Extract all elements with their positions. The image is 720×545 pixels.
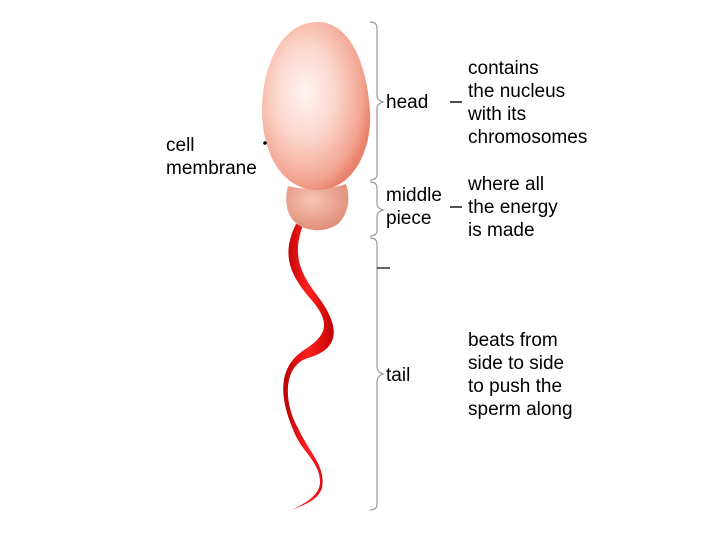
bracket-middle-piece xyxy=(369,181,385,237)
tail-label: tail xyxy=(386,365,411,386)
middle-piece-description: where all the energy is made xyxy=(468,174,558,241)
head-label: head xyxy=(386,92,429,113)
sperm-head xyxy=(262,22,371,190)
bracket-tail xyxy=(369,237,385,511)
cell-membrane-label: cell membrane xyxy=(166,135,257,179)
head-description: contains the nucleus with its chromosome… xyxy=(468,58,588,148)
tail-description: beats from side to side to push the sper… xyxy=(468,330,573,420)
sperm-middle-piece xyxy=(286,184,349,231)
bracket-head xyxy=(369,21,385,181)
sperm-tail xyxy=(283,224,334,510)
cell-membrane-pointer xyxy=(263,141,267,145)
middle-piece-label: middle piece xyxy=(386,185,442,229)
